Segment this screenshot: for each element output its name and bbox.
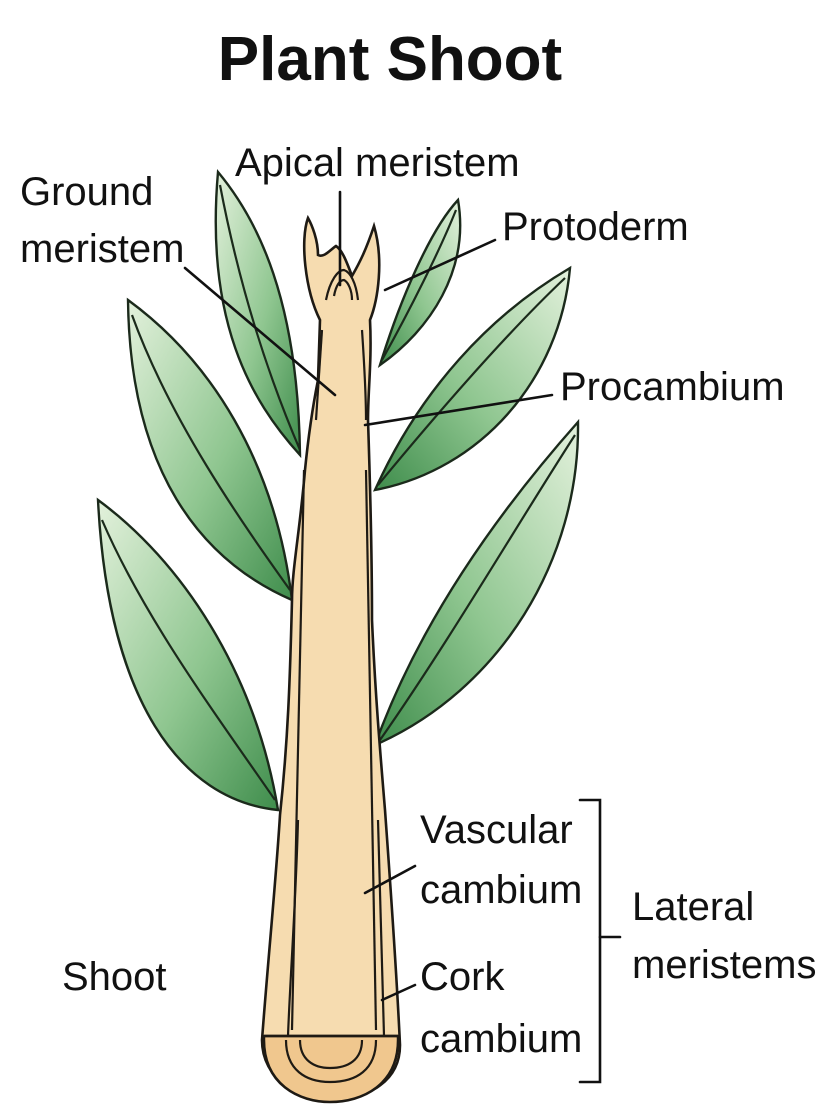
label-cork-cambium-line2: cambium <box>420 1017 582 1061</box>
label-cork-cambium-line1: Cork <box>420 955 505 999</box>
label-vascular-cambium-line1: Vascular <box>420 808 573 852</box>
label-ground-meristem-line2: meristem <box>20 227 184 271</box>
label-lateral-meristems-line1: Lateral <box>632 885 754 929</box>
label-protoderm: Protoderm <box>502 205 689 249</box>
label-procambium: Procambium <box>560 365 785 409</box>
label-apical-meristem: Apical meristem <box>235 141 520 185</box>
label-ground-meristem-line1: Ground <box>20 170 153 214</box>
label-vascular-cambium-line2: cambium <box>420 868 582 912</box>
label-shoot: Shoot <box>62 955 167 999</box>
label-lateral-meristems-line2: meristems <box>632 943 816 987</box>
leaf-right-top <box>380 200 460 365</box>
diagram-title: Plant Shoot <box>218 25 562 94</box>
